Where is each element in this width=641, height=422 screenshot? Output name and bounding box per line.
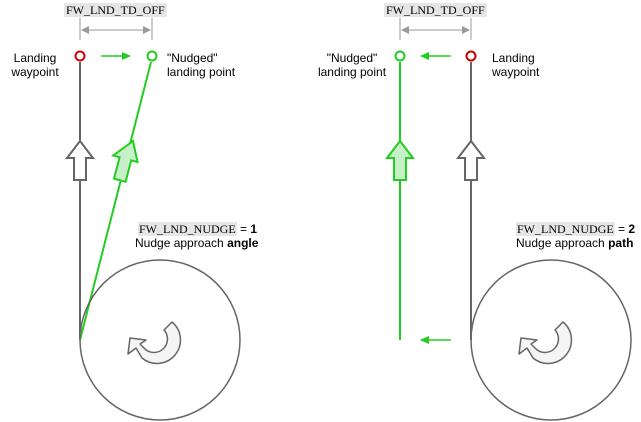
left-param-name: FW_LND_NUDGE: [138, 222, 237, 236]
right-landing-waypoint-label-line1: Landing: [492, 51, 535, 65]
left-param-value: 1: [250, 222, 258, 236]
left-nudge-mode-caption: Nudge approach angle: [135, 236, 258, 250]
right-caption-mode: path: [608, 236, 634, 250]
right-landing-waypoint-marker: [465, 50, 477, 62]
left-loiter-circle: [79, 259, 241, 421]
left-landing-waypoint-marker: [74, 50, 86, 62]
right-direction-arrow: [455, 139, 487, 181]
left-panel: [64, 18, 241, 421]
right-nudge-param-caption: FW_LND_NUDGE = 2: [516, 222, 635, 236]
left-caption-prefix: Nudge approach: [135, 236, 224, 250]
left-nudged-approach-path: [79, 61, 152, 341]
right-param-value: 2: [628, 222, 636, 236]
left-param-equals: =: [240, 222, 248, 236]
left-nudged-direction-arrow: [110, 139, 139, 184]
right-caption-prefix: Nudge approach: [516, 236, 605, 250]
left-direction-arrow: [64, 139, 96, 181]
right-panel: [384, 18, 632, 421]
right-nudge-mode-caption: Nudge approach path: [516, 236, 633, 250]
right-nudged-point-label: "Nudged" landing point: [312, 51, 392, 79]
left-nudge-param-caption: FW_LND_NUDGE = 1: [138, 222, 257, 236]
right-offset-label: FW_LND_TD_OFF: [384, 3, 487, 17]
left-landing-waypoint-label-line1: Landing: [13, 51, 57, 65]
left-nudged-point-label: "Nudged" landing point: [167, 51, 235, 79]
left-nudged-point-label-line1: "Nudged": [167, 51, 218, 65]
right-nudged-point-label-line1: "Nudged": [326, 51, 378, 65]
left-nudged-point-label-line2: landing point: [167, 65, 236, 79]
right-param-equals: =: [618, 222, 626, 236]
left-landing-waypoint-label: Landing waypoint: [6, 51, 64, 79]
right-landing-waypoint-label: Landing waypoint: [492, 51, 539, 79]
right-nudged-point-label-line2: landing point: [317, 65, 387, 79]
left-landing-waypoint-label-line2: waypoint: [11, 65, 59, 79]
left-rotate-arrow-icon: [127, 321, 182, 365]
left-offset-label: FW_LND_TD_OFF: [64, 3, 167, 17]
right-loiter-circle: [470, 259, 632, 421]
right-landing-waypoint-label-line2: waypoint: [492, 65, 540, 79]
left-nudged-point-marker: [146, 50, 158, 62]
right-nudged-direction-arrow: [384, 139, 416, 181]
right-rotate-arrow-icon: [518, 321, 573, 365]
right-nudged-point-marker: [394, 50, 406, 62]
left-caption-mode: angle: [227, 236, 259, 250]
right-param-name: FW_LND_NUDGE: [516, 222, 615, 236]
